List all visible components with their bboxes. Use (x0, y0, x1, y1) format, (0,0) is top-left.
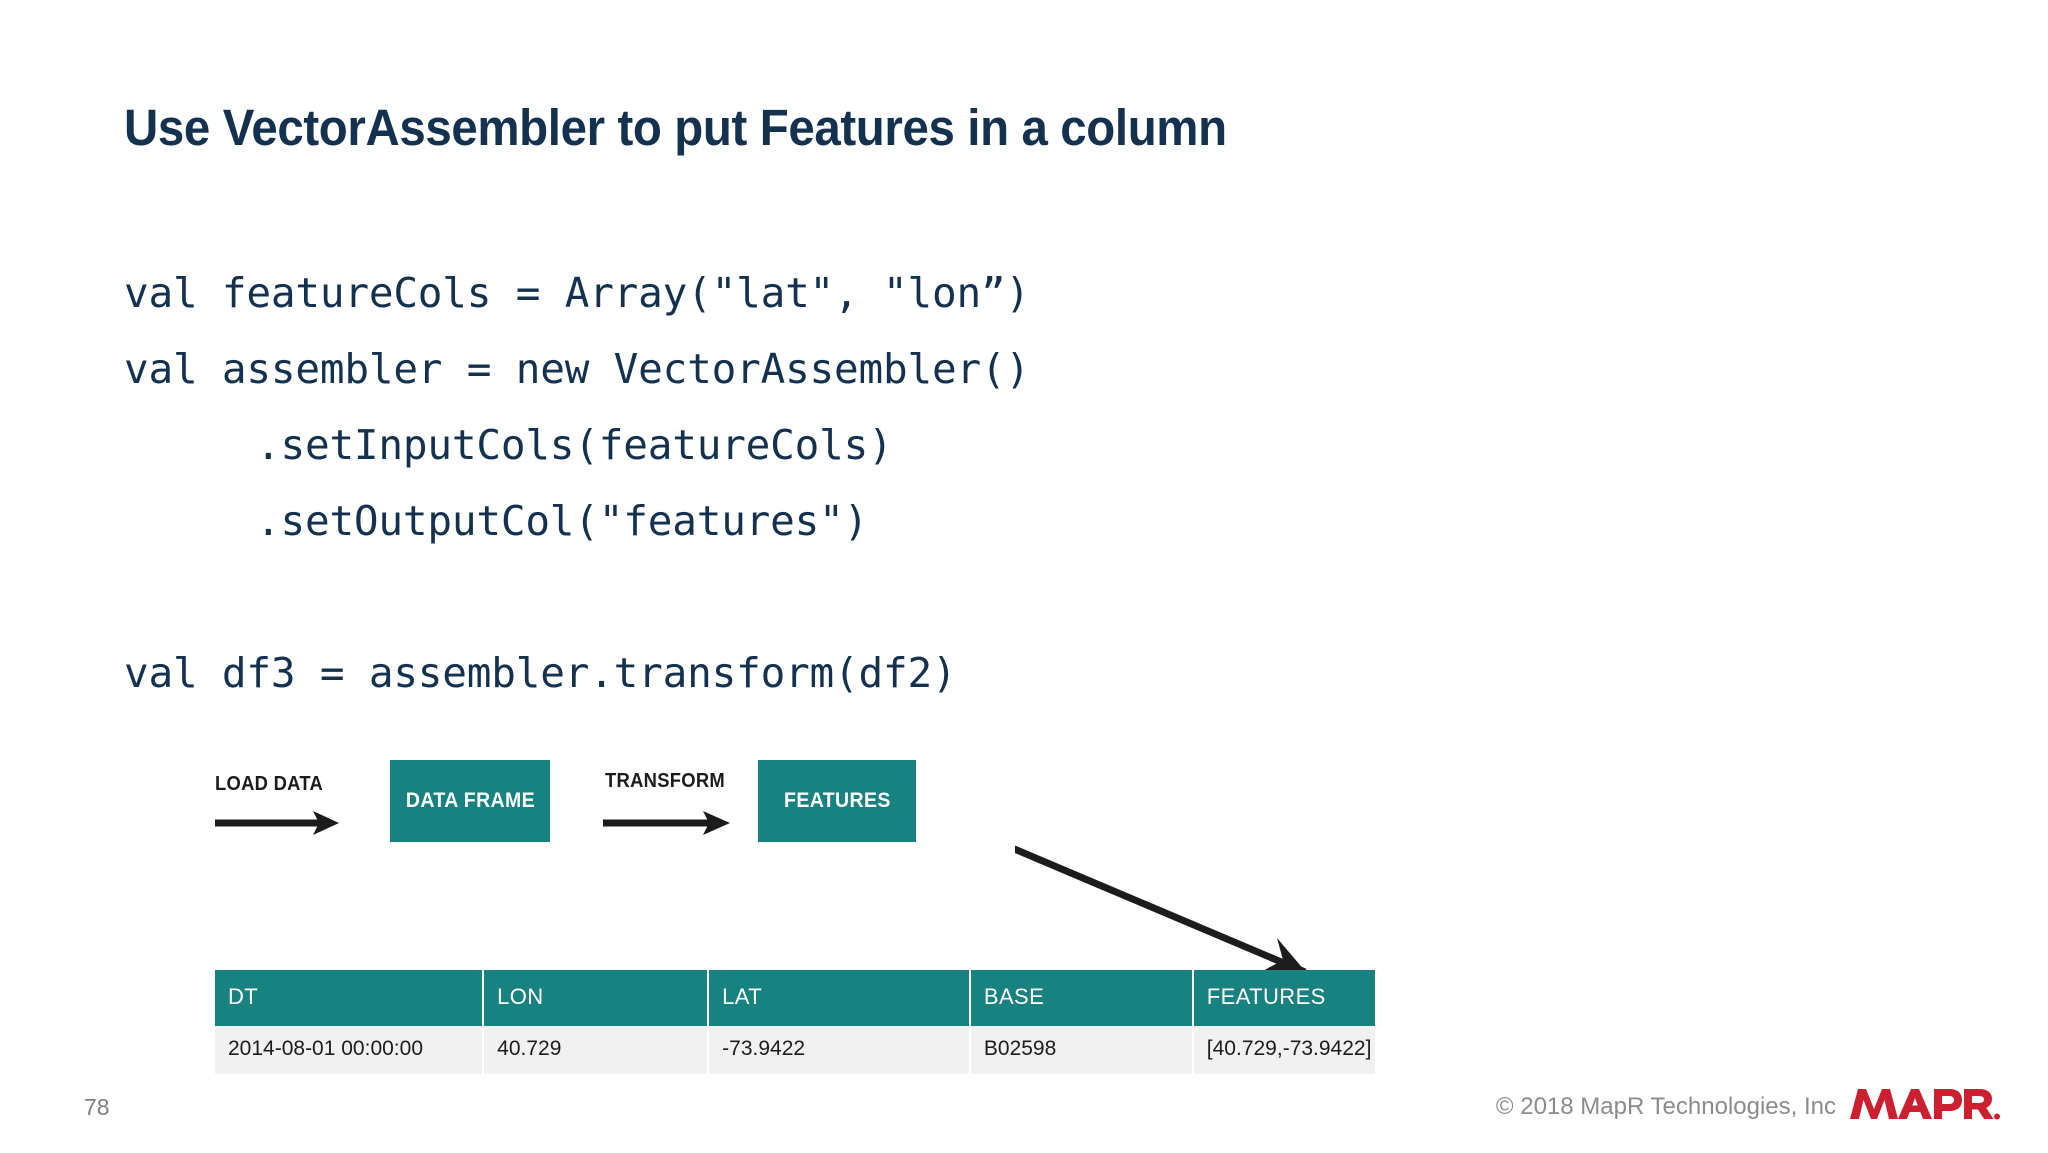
code-line: val assembler = new VectorAssembler() (124, 345, 1030, 393)
table-header-lon: LON (483, 970, 710, 1026)
table-cell-lon: 40.729 (483, 1026, 710, 1074)
table-header-row: DT LON LAT BASE FEATURES (215, 970, 1375, 1026)
table-row: 2014-08-01 00:00:00 40.729 -73.9422 B025… (215, 1026, 1375, 1074)
table-cell-features: [40.729,-73.9422] (1192, 1026, 1375, 1074)
code-line: val featureCols = Array("lat", "lon”) (124, 269, 1030, 317)
flow-box-features: FEATURES (758, 760, 916, 842)
page-number: 78 (84, 1094, 110, 1120)
table-header-base: BASE (969, 970, 1194, 1026)
flow-label-transform: TRANSFORM (605, 770, 726, 792)
copyright-notice: © 2018 MapR Technologies, Inc (1495, 1093, 1836, 1120)
flow-box-label-features: FEATURES (783, 789, 891, 812)
table-cell-base: B02598 (969, 1026, 1194, 1074)
code-line: val df3 = assembler.transform(df2) (124, 649, 957, 697)
pipeline-flow-row: LOAD DATA DATA FRAME TRANSFORM FEATURES (215, 745, 1375, 870)
mapr-logo (1850, 1089, 2000, 1120)
code-line: .setInputCols(featureCols) (256, 421, 893, 469)
arrow-right-icon (603, 811, 730, 835)
table-header-features: FEATURES (1192, 970, 1375, 1026)
code-line-blank (124, 559, 1324, 635)
table-cell-dt: 2014-08-01 00:00:00 (215, 1026, 485, 1074)
table-cell-lat: -73.9422 (708, 1026, 971, 1074)
code-line: .setOutputCol("features") (256, 497, 869, 545)
result-table: DT LON LAT BASE FEATURES 2014-08-01 00:0… (215, 970, 1375, 1074)
table-header-lat: LAT (708, 970, 971, 1026)
pipeline-diagram: LOAD DATA DATA FRAME TRANSFORM FEATURES … (215, 745, 1375, 1074)
table-header-dt: DT (215, 970, 485, 1026)
code-block: val featureCols = Array("lat", "lon”) va… (124, 255, 1324, 711)
page-title: Use VectorAssembler to put Features in a… (124, 99, 1227, 156)
flow-label-load-data: LOAD DATA (215, 773, 324, 795)
flow-box-label-data-frame: DATA FRAME (405, 789, 535, 812)
arrow-right-icon (215, 811, 339, 835)
flow-box-data-frame: DATA FRAME (390, 760, 550, 842)
